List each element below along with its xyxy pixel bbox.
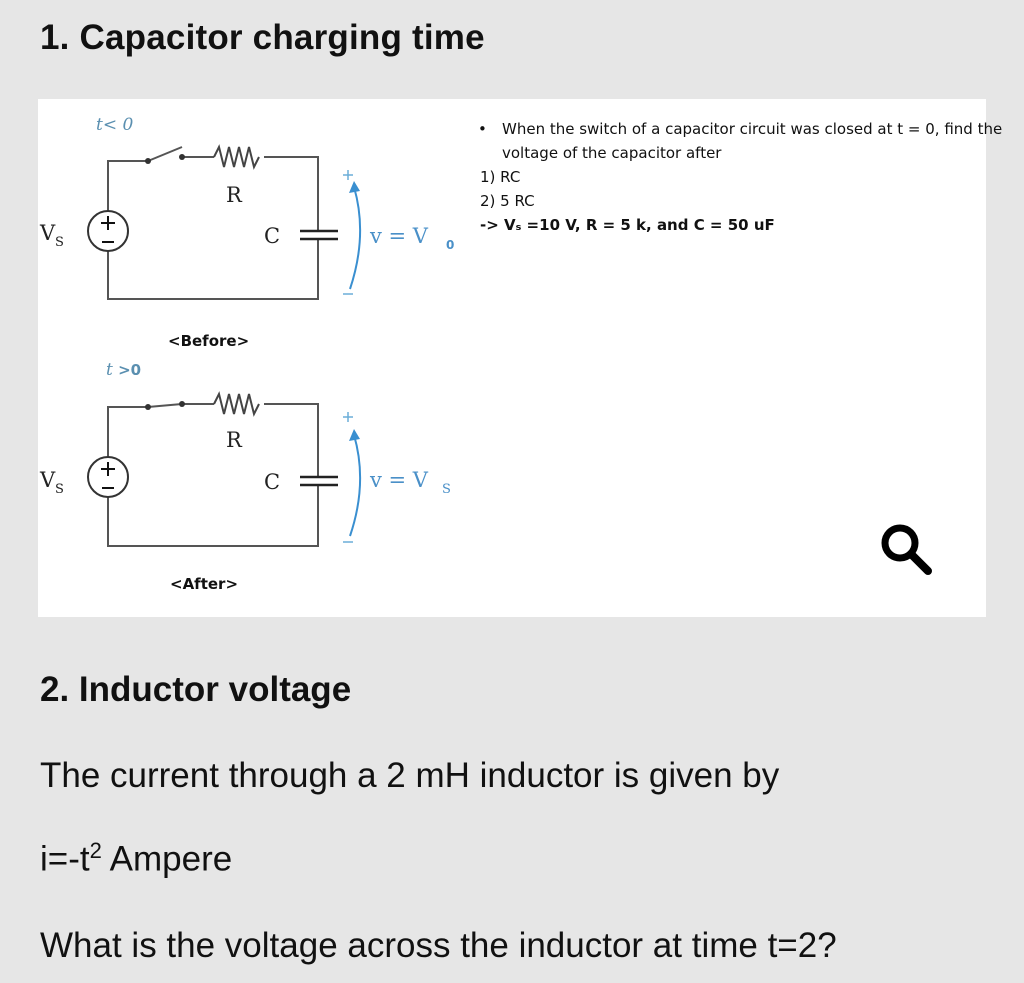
before-resistor [213,144,260,170]
after-source-circle [87,456,129,498]
after-capacitor-label: C [264,470,280,494]
section1-title: 1. Capacitor charging time [40,18,485,57]
after-source-sub: S [55,482,64,497]
after-time-t: t [106,360,113,380]
problem-item-1: 1) RC [480,168,521,186]
before-wire-top-right [264,156,319,231]
before-switch-blade [147,146,183,162]
section2-title: 2. Inductor voltage [40,670,352,709]
before-voltage-label: v = V [369,224,429,248]
before-voltage-arc [349,186,362,290]
before-capacitor-label: C [264,224,280,248]
magnifier-icon[interactable] [876,519,936,579]
after-voltage-sub: S [442,482,451,497]
before-switch-node-a [145,158,151,164]
after-caption: <After> [170,575,239,593]
before-voltage-sub: 0 [446,238,454,252]
after-voltage-arrowhead [349,429,360,441]
after-time-label: t >0 [106,360,141,380]
before-wire-left [107,160,148,211]
before-switch-node-b [179,154,185,160]
problem-item-2: 2) 5 RC [480,192,535,210]
before-voltage-arrowhead [349,181,360,193]
before-wire-cap-bottom [107,239,319,300]
before-time-label: t< 0 [96,115,134,135]
equation-exponent: 2 [89,838,102,863]
problem-given-values: -> Vₛ =10 V, R = 5 k, and C = 50 uF [480,216,775,234]
before-source-sub: S [55,235,64,250]
after-wire-left [107,406,148,457]
before-source-label: V [39,221,56,245]
circuit-diagrams: V S R C V S R C v = V 0 v = V S [39,144,454,547]
after-resistor [213,391,260,417]
after-resistor-label: R [226,428,243,452]
after-wire-top-right [264,403,319,477]
after-time-rest: >0 [112,361,142,379]
after-switch-node-a [145,404,151,410]
question-line-3: What is the voltage across the inductor … [40,926,837,965]
equation-suffix: Ampere [101,839,233,879]
before-caption: <Before> [168,332,250,350]
after-switch-node-b [179,401,185,407]
problem-image-panel: V S R C V S R C v = V 0 v = V S t< 0 t >… [38,99,1002,617]
question-line-1: The current through a 2 mH inductor is g… [40,756,780,795]
before-source-circle [87,210,129,252]
equation-prefix: i=-t [40,839,90,879]
current-equation: i=-t2 Ampere [40,838,232,880]
after-switch-blade [147,403,183,408]
before-resistor-label: R [226,183,243,207]
after-voltage-arc [349,434,362,537]
after-source-label: V [39,468,56,492]
after-wire-cap-bottom [107,485,319,547]
after-voltage-label: v = V [369,468,429,492]
bullet: • [478,120,487,138]
problem-text: When the switch of a capacitor circuit w… [502,120,1003,162]
